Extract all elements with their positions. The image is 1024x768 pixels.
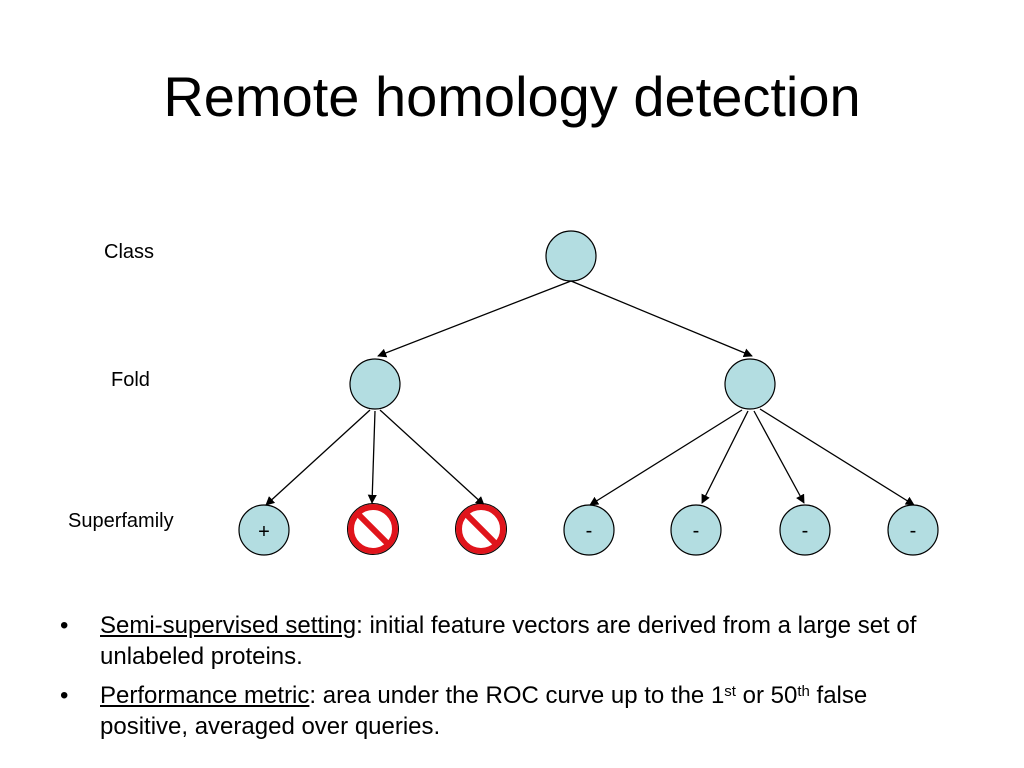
bullet-marker: •	[60, 682, 69, 709]
edge-class-to-fold-2	[570, 280, 753, 358]
edge-fold1-to-sf1	[265, 409, 371, 506]
superfamily-node-5: -	[670, 504, 722, 556]
bullet-text: false positive, averaged over queries.	[100, 682, 868, 740]
fold-node	[724, 358, 776, 410]
class-node	[545, 230, 597, 282]
superfamily-node-1: +	[238, 504, 290, 556]
bullet-term: Semi-supervised setting	[100, 612, 357, 639]
superscript: th	[797, 683, 810, 700]
no-entry-icon	[455, 503, 507, 555]
bullet-list: • Semi-supervised setting: initial featu…	[60, 610, 960, 750]
bullet-text: : area under the ROC curve up to the 1	[309, 682, 725, 709]
edge-fold1-to-sf3	[379, 409, 485, 506]
level-label-superfamily: Superfamily	[68, 510, 174, 532]
superfamily-node-6: -	[779, 504, 831, 556]
edge-class-to-fold-1	[377, 280, 572, 358]
edge-fold2-to-sf4	[589, 409, 743, 506]
no-entry-icon	[347, 503, 399, 555]
level-label-class: Class	[104, 241, 155, 263]
bullet-performance-metric: • Performance metric: area under the ROC…	[60, 680, 960, 742]
superfamily-node-label: +	[258, 521, 270, 543]
superfamily-node-label: -	[910, 520, 917, 542]
edge-fold2-to-sf7	[759, 408, 915, 506]
superfamily-node-7: -	[887, 504, 939, 556]
bullet-text: : initial feature vectors are derived fr…	[100, 612, 917, 670]
superfamily-node-label: -	[802, 520, 809, 542]
bullet-semi-supervised: • Semi-supervised setting: initial featu…	[60, 610, 960, 672]
hierarchy-tree-diagram: + - - - -	[238, 230, 939, 556]
tree-edges	[265, 280, 915, 506]
superfamily-node-label: -	[693, 520, 700, 542]
superfamily-node-4: -	[563, 504, 615, 556]
bullet-text: or 50	[735, 682, 798, 709]
bullet-term: Performance metric	[100, 682, 310, 709]
edge-fold2-to-sf5	[701, 410, 749, 504]
superscript: st	[724, 683, 736, 700]
edge-fold2-to-sf6	[753, 410, 805, 504]
slide-title: Remote homology detection	[163, 65, 861, 128]
bullet-marker: •	[60, 612, 69, 639]
fold-node	[349, 358, 401, 410]
edge-fold1-to-sf2	[367, 410, 377, 504]
level-label-fold: Fold	[111, 369, 150, 391]
superfamily-node-label: -	[586, 520, 593, 542]
